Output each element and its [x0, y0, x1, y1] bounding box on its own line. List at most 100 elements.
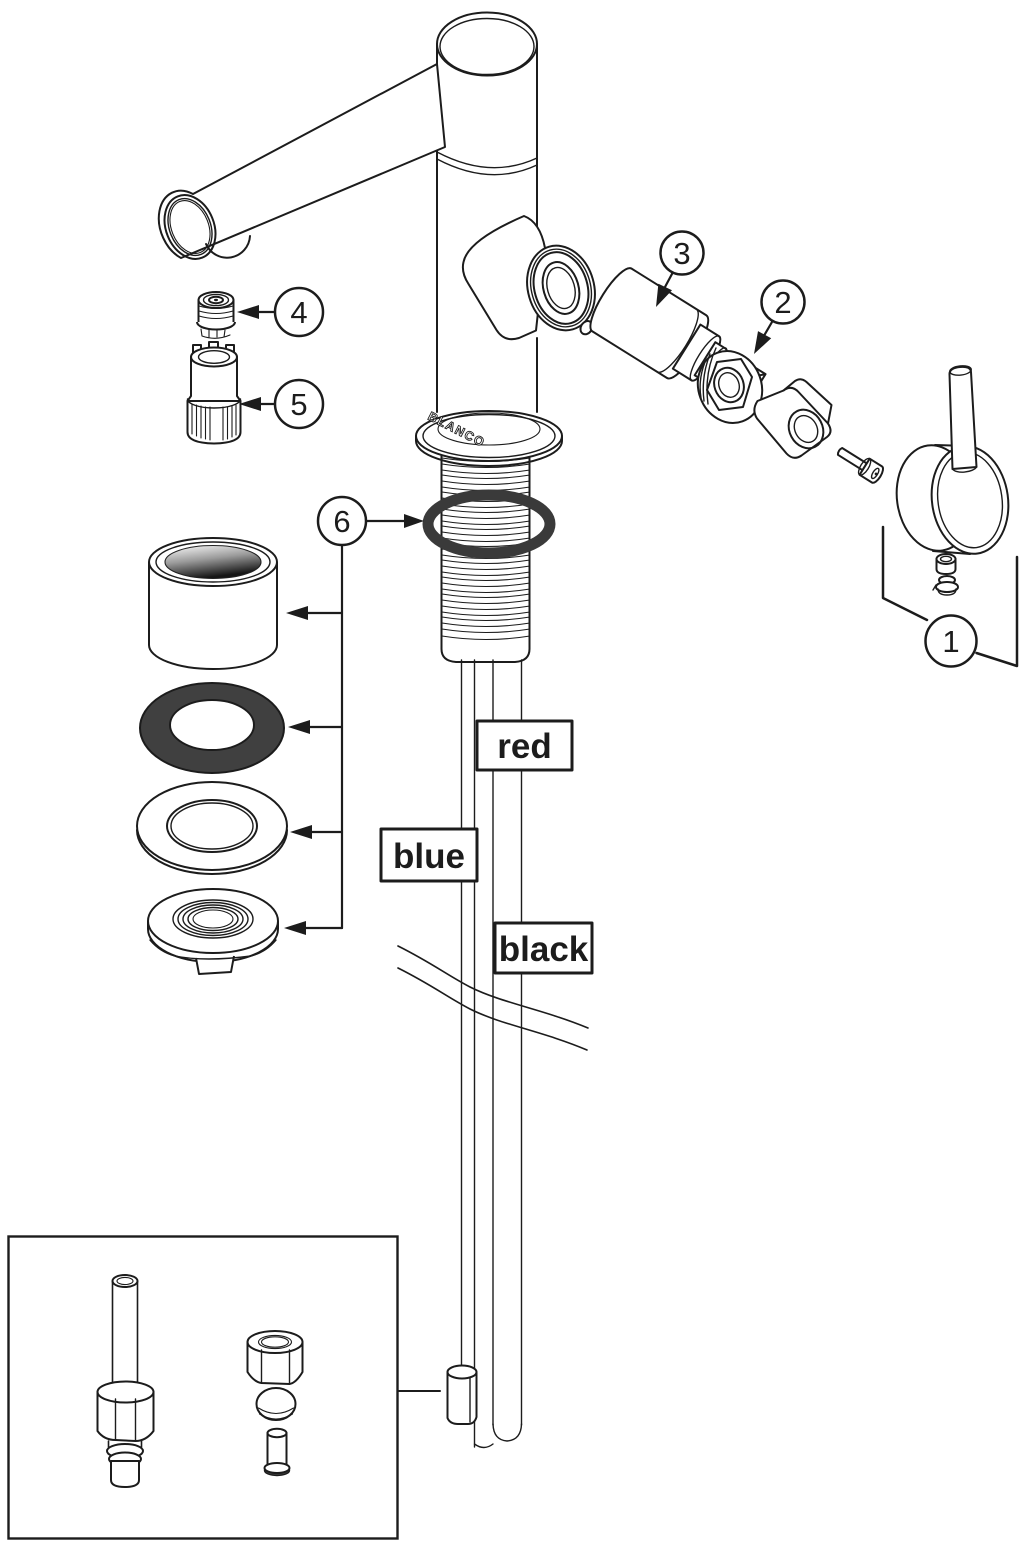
callout-2-number: 2 [774, 285, 791, 320]
compression-insert-flange [263, 1462, 291, 1474]
spout-tip-rim [167, 197, 213, 257]
spout-tube [157, 63, 446, 259]
key-shoulder [186, 398, 242, 409]
callout-2-arrow-line [763, 320, 774, 336]
oring-and-callout-6: 6 [284, 489, 556, 935]
cartridge-seam [658, 309, 699, 373]
callout-1-number: 1 [942, 624, 959, 659]
callout-4-circle [273, 286, 325, 338]
metal-washer-face [136, 781, 288, 871]
adapter-tip [110, 1460, 140, 1488]
callout-6-number: 6 [333, 504, 350, 539]
adapter-tube-top [111, 1274, 139, 1288]
callout-4: 4 [237, 286, 325, 338]
flange-thickness [415, 435, 563, 467]
screw-socket-center [874, 472, 878, 476]
hose-nut-body [446, 1371, 478, 1425]
callout-1-bracket [881, 525, 1019, 668]
supply-hoses [397, 659, 589, 1449]
callout-2-circle [760, 279, 806, 325]
hose-lines [460, 659, 523, 1448]
base-flange: BLANCO [415, 409, 563, 467]
shank-outline [440, 454, 531, 663]
key-flutes [191, 403, 237, 441]
compression-nut-bore [257, 1334, 293, 1350]
aerator-part-4 [196, 291, 236, 339]
side-port-ring-outer [526, 244, 596, 332]
mounting-stack [136, 537, 288, 975]
spacer-bore [164, 544, 262, 580]
handle-cap-top [935, 553, 957, 565]
callout-5-number: 5 [290, 387, 307, 422]
spacer-rim [155, 541, 271, 583]
nut-thread-2 [177, 901, 249, 937]
callout-4-number: 4 [290, 295, 307, 330]
compression-olive-seams [257, 1407, 295, 1420]
faucet-body [157, 11, 596, 413]
adapter-stub [107, 1440, 143, 1448]
adapter-bore [787, 408, 825, 450]
shank-oring [422, 489, 556, 559]
side-port-bore [541, 261, 581, 315]
nut-face [147, 888, 279, 954]
screw-head-edge [857, 457, 872, 476]
threaded-shank [440, 454, 531, 663]
callout-4-arrowhead [237, 305, 259, 319]
label-blue-box [379, 827, 479, 883]
inset-compression-set [246, 1330, 304, 1477]
nut-thread-3 [182, 904, 244, 934]
side-port-boss [461, 215, 546, 341]
handle-lever-cap [949, 365, 972, 376]
inset-border [7, 1235, 399, 1540]
callout-5: 5 [239, 378, 325, 430]
metal-washer-hole-rim [170, 802, 254, 850]
callout-6-arrowhead [404, 514, 424, 528]
label-black-box [493, 921, 594, 975]
callout-5-circle [273, 378, 325, 430]
label-black: black [499, 930, 589, 969]
compression-nut-top [246, 1330, 304, 1354]
handle-part-1: 1 [881, 365, 1019, 668]
hose-wide-end-cap [492, 1423, 523, 1442]
side-port-ring-inner [532, 251, 590, 325]
callout-3-circle [659, 230, 705, 276]
screw-shaft [836, 447, 868, 472]
inset-tube-adapter [96, 1274, 155, 1488]
side-port-bore-depth [546, 266, 576, 310]
metal-washer-hole [166, 799, 258, 853]
nut-tab [195, 955, 235, 975]
metal-washer [136, 781, 288, 875]
crossing-hose [397, 945, 589, 1051]
handle-adapter-cube [753, 378, 833, 459]
handle-lever [948, 365, 978, 470]
key-upper-body [186, 356, 242, 402]
spout-tip [163, 194, 217, 260]
body-top-cap [436, 11, 538, 77]
cartridge-nut-threads [699, 347, 717, 405]
adapter-bore-depth [793, 414, 819, 444]
nut-flare [149, 939, 277, 960]
aerator-center [214, 298, 218, 302]
callout-6-branch-arrowheads [284, 606, 312, 935]
mounting-nut [147, 888, 279, 975]
compression-nut-facets [260, 1349, 291, 1385]
handle-lever-base [951, 466, 978, 473]
aerator-key-part-5 [186, 341, 242, 445]
callout-3-arrow-line [663, 271, 674, 289]
shank-seam [441, 635, 531, 641]
adapter-hex-facets [114, 1398, 137, 1442]
side-port-ring-mid [529, 248, 593, 328]
compression-nut-bore-rim [260, 1336, 290, 1348]
nut-thread-4 [187, 906, 239, 932]
aerator-skirt [196, 321, 236, 331]
inset-box [7, 1235, 441, 1540]
label-blue: blue [393, 837, 465, 876]
flange-body-seat [437, 412, 541, 446]
flange-rim [422, 413, 556, 459]
cartridge-nut-bore-depth [717, 372, 741, 398]
adapter-tube-top-rim [116, 1276, 134, 1286]
adapter-tube-sides [111, 1280, 139, 1391]
adapter-top-face [782, 378, 833, 425]
